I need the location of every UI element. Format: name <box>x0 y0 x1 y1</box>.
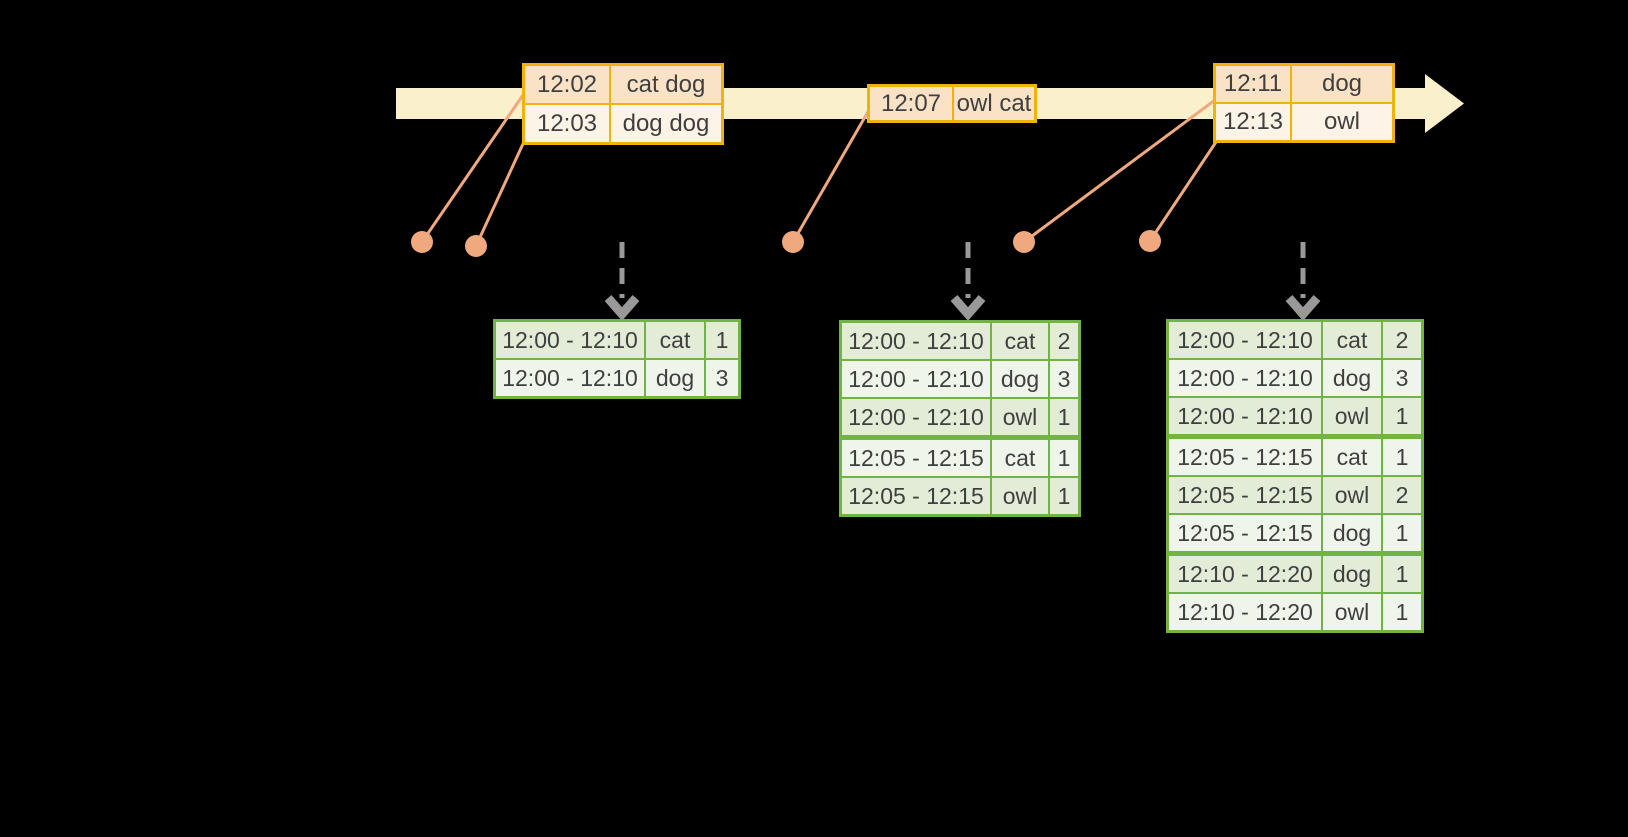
result-table-2: 12:00 - 12:10 cat 2 12:00 - 12:10 dog 3 … <box>839 320 1081 517</box>
event-time: 12:03 <box>525 105 609 142</box>
window-range: 12:10 - 12:20 <box>1169 556 1321 592</box>
result-row: 12:05 - 12:15 dog 1 <box>1169 515 1421 551</box>
trigger-arrow-icon <box>1285 242 1321 321</box>
result-row: 12:00 - 12:10 cat 1 <box>496 322 738 358</box>
word: dog <box>1323 556 1381 592</box>
event-dot-icon <box>1013 231 1035 253</box>
count: 1 <box>1383 556 1421 592</box>
window-range: 12:00 - 12:10 <box>496 322 644 358</box>
trigger-arrow-icon <box>950 242 986 321</box>
word: owl <box>1323 398 1381 434</box>
word: dog <box>646 360 704 396</box>
count: 3 <box>1383 360 1421 396</box>
window-range: 12:00 - 12:10 <box>842 399 990 435</box>
window-range: 12:00 - 12:10 <box>842 361 990 397</box>
event-row: 12:03 dog dog <box>525 105 721 142</box>
word: dog <box>1323 360 1381 396</box>
window-range: 12:05 - 12:15 <box>842 440 990 476</box>
count: 3 <box>1050 361 1078 397</box>
event-row: 12:02 cat dog <box>525 66 721 103</box>
event-connector-line <box>791 109 871 243</box>
word: owl <box>992 478 1048 514</box>
event-dot-icon <box>465 235 487 257</box>
window-range: 12:00 - 12:10 <box>1169 398 1321 434</box>
count: 3 <box>706 360 738 396</box>
result-row: 12:00 - 12:10 dog 3 <box>496 360 738 396</box>
window-range: 12:05 - 12:15 <box>1169 515 1321 551</box>
event-row: 12:07 owl cat <box>870 87 1034 120</box>
result-row: 12:05 - 12:15 cat 1 <box>1169 439 1421 475</box>
result-row: 12:00 - 12:10 cat 2 <box>842 323 1078 359</box>
result-row: 12:10 - 12:20 owl 1 <box>1169 594 1421 630</box>
event-dot-icon <box>1139 230 1161 252</box>
count: 1 <box>1383 439 1421 475</box>
event-words: cat dog <box>611 66 721 103</box>
window-range: 12:00 - 12:10 <box>496 360 644 396</box>
window-range: 12:10 - 12:20 <box>1169 594 1321 630</box>
count: 1 <box>1383 398 1421 434</box>
result-row: 12:05 - 12:15 owl 2 <box>1169 477 1421 513</box>
window-range: 12:00 - 12:10 <box>1169 360 1321 396</box>
result-row: 12:05 - 12:15 cat 1 <box>842 440 1078 476</box>
event-connector-line <box>474 132 530 247</box>
word: dog <box>992 361 1048 397</box>
count: 2 <box>1050 323 1078 359</box>
result-row: 12:00 - 12:10 dog 3 <box>1169 360 1421 396</box>
timeline-arrowhead-icon <box>1425 74 1464 133</box>
event-dot-icon <box>782 231 804 253</box>
word: cat <box>992 323 1048 359</box>
word: cat <box>1323 439 1381 475</box>
count: 1 <box>1050 478 1078 514</box>
word: owl <box>1323 477 1381 513</box>
window-range: 12:05 - 12:15 <box>1169 477 1321 513</box>
result-row: 12:00 - 12:10 dog 3 <box>842 361 1078 397</box>
window-range: 12:00 - 12:10 <box>842 323 990 359</box>
event-dot-icon <box>411 231 433 253</box>
result-row: 12:10 - 12:20 dog 1 <box>1169 556 1421 592</box>
event-words: dog dog <box>611 105 721 142</box>
word: owl <box>1323 594 1381 630</box>
event-time: 12:11 <box>1216 66 1290 102</box>
count: 1 <box>1383 594 1421 630</box>
event-table-2: 12:07 owl cat <box>867 84 1037 123</box>
event-words: owl <box>1292 104 1392 140</box>
event-connector-line <box>1023 98 1216 244</box>
word: cat <box>992 440 1048 476</box>
event-table-1: 12:02 cat dog 12:03 dog dog <box>522 63 724 145</box>
event-connector-line <box>420 94 525 243</box>
word: owl <box>992 399 1048 435</box>
event-words: dog <box>1292 66 1392 102</box>
result-row: 12:00 - 12:10 owl 1 <box>842 399 1078 435</box>
window-range: 12:05 - 12:15 <box>842 478 990 514</box>
event-time: 12:07 <box>870 87 952 120</box>
word: cat <box>1323 322 1381 358</box>
event-table-3: 12:11 dog 12:13 owl <box>1213 63 1395 143</box>
result-row: 12:00 - 12:10 cat 2 <box>1169 322 1421 358</box>
count: 2 <box>1383 322 1421 358</box>
word: cat <box>646 322 704 358</box>
result-row: 12:05 - 12:15 owl 1 <box>842 478 1078 514</box>
result-row: 12:00 - 12:10 owl 1 <box>1169 398 1421 434</box>
count: 1 <box>706 322 738 358</box>
word: dog <box>1323 515 1381 551</box>
event-time: 12:02 <box>525 66 609 103</box>
window-range: 12:00 - 12:10 <box>1169 322 1321 358</box>
count: 2 <box>1383 477 1421 513</box>
count: 1 <box>1383 515 1421 551</box>
event-row: 12:13 owl <box>1216 104 1392 140</box>
result-table-1: 12:00 - 12:10 cat 1 12:00 - 12:10 dog 3 <box>493 319 741 399</box>
window-range: 12:05 - 12:15 <box>1169 439 1321 475</box>
trigger-arrow-icon <box>604 242 640 321</box>
event-row: 12:11 dog <box>1216 66 1392 102</box>
event-time: 12:13 <box>1216 104 1290 140</box>
event-connector-line <box>1148 138 1220 242</box>
event-words: owl cat <box>954 87 1034 120</box>
count: 1 <box>1050 440 1078 476</box>
count: 1 <box>1050 399 1078 435</box>
result-table-3: 12:00 - 12:10 cat 2 12:00 - 12:10 dog 3 … <box>1166 319 1424 633</box>
